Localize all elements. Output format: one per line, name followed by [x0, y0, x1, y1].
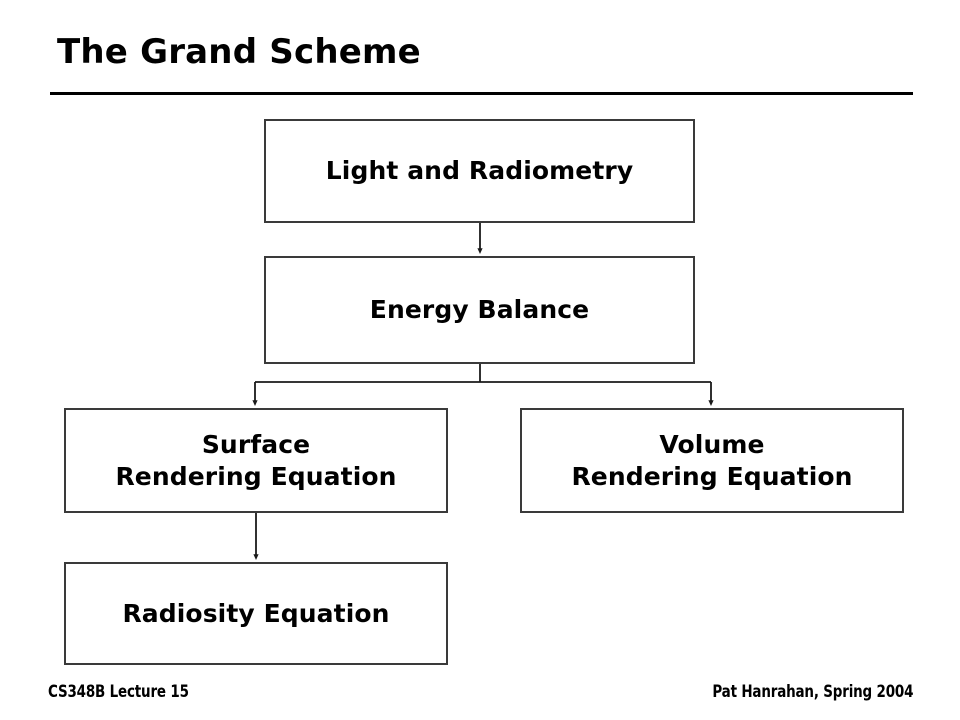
footer-lecture-label: CS348B Lecture 15	[48, 682, 189, 702]
footer-author-label: Pat Hanrahan, Spring 2004	[712, 682, 913, 702]
node-surface-rendering-equation: Surface Rendering Equation	[64, 408, 448, 513]
node-line: Energy Balance	[369, 295, 590, 324]
title-divider	[50, 92, 913, 95]
node-line: Surface	[201, 429, 311, 459]
page-title: The Grand Scheme	[57, 32, 421, 72]
node-line: Radiosity Equation	[122, 598, 390, 628]
node-volume-rendering-equation: Volume Rendering Equation	[520, 408, 904, 513]
node-label: Volume Rendering Equation	[565, 429, 858, 493]
node-line: Rendering Equation	[571, 461, 853, 491]
node-energy-balance: Energy Balance	[264, 256, 695, 364]
node-label: Radiosity Equation	[116, 598, 395, 630]
node-radiosity-equation: Radiosity Equation	[64, 562, 448, 665]
node-label: Surface Rendering Equation	[109, 429, 402, 493]
node-label: Light and Radiometry	[320, 155, 639, 187]
node-line: Light and Radiometry	[325, 156, 634, 185]
edge-energy-to-surface-and-volume	[252, 364, 714, 406]
node-line: Rendering Equation	[115, 461, 397, 491]
node-light-and-radiometry: Light and Radiometry	[264, 119, 695, 223]
node-label: Energy Balance	[364, 294, 595, 326]
node-line: Volume	[659, 429, 765, 459]
